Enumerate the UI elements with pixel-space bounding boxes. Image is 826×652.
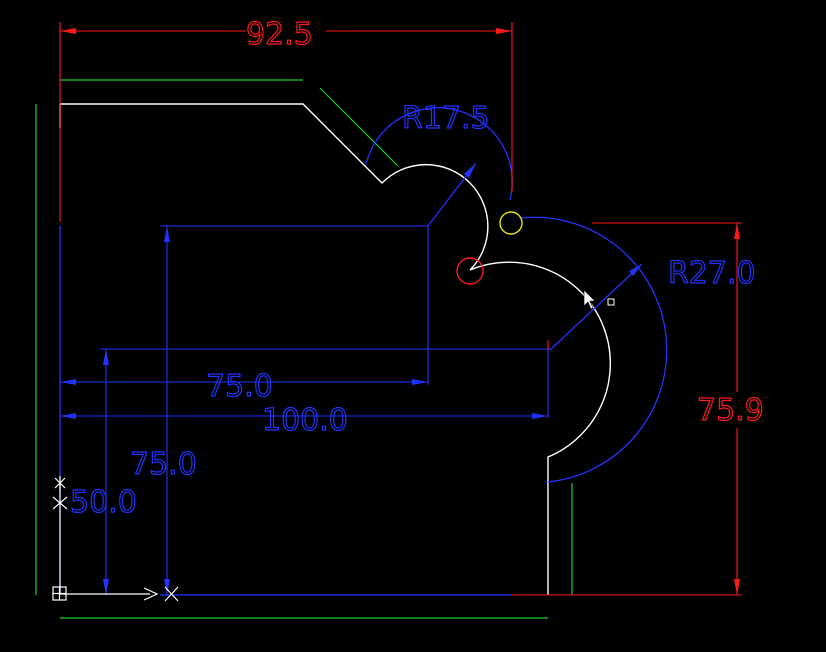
construction-lines (35, 79, 573, 619)
dim-text-right-height: 75.9 (697, 393, 764, 428)
dim-text-horizontal-100: 100.0 (262, 403, 348, 438)
red-dimensions (59, 22, 742, 596)
endpoint-snap-marker-yellow (499, 211, 523, 235)
blue-dimension-arrows (60, 226, 548, 595)
dim-text-large-radius: R27.0 (668, 256, 756, 291)
red-dimension-arrows (60, 28, 740, 595)
ucs-icon (52, 476, 179, 602)
dim-text-horizontal-75: 75.0 (206, 369, 273, 404)
arrow-cursor-icon (583, 289, 615, 310)
radius-arrow-small (464, 163, 476, 178)
radius-arrow-large (629, 264, 642, 276)
dim-text-small-radius: R17.5 (402, 101, 490, 136)
large-offset-arc (519, 216, 668, 483)
radius-leader-large (549, 263, 643, 351)
blue-dimensions (60, 225, 550, 595)
construction-line-diagonal (319, 87, 399, 167)
offset-arcs (59, 107, 668, 596)
small-offset-arc (365, 107, 513, 201)
profile-upper-outline (60, 103, 611, 595)
dim-text-vertical-50: 50.0 (70, 485, 137, 520)
dim-text-top-width: 92.5 (246, 17, 313, 52)
dim-text-vertical-75: 75.0 (130, 447, 197, 482)
endpoint-snap-marker-red (456, 257, 484, 285)
